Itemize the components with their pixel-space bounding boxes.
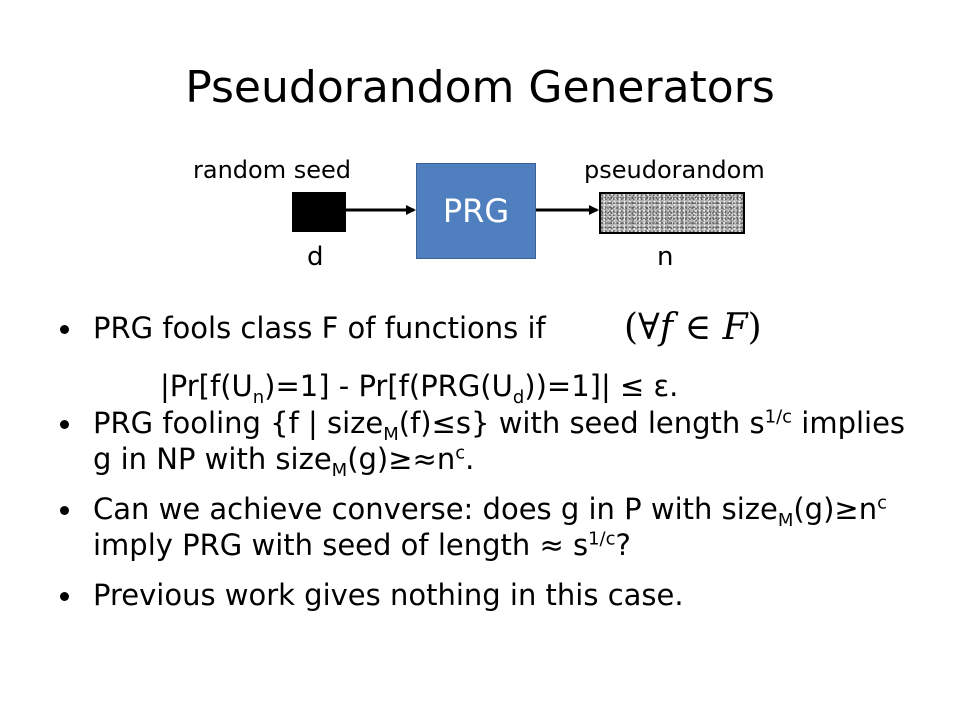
- superscript-exp: 1/c: [764, 406, 793, 428]
- bullet-text: .: [465, 442, 475, 476]
- prg-box: PRG: [416, 163, 536, 259]
- bullet-item-fooling: PRG fooling {f | sizeM(f)≤s} with seed l…: [60, 405, 920, 479]
- superscript-exp: c: [455, 442, 466, 464]
- math-open: (∀: [624, 307, 660, 348]
- math-F: F: [722, 307, 748, 348]
- formula-part: ))=1]| ≤ ε.: [524, 369, 679, 403]
- superscript-exp: c: [877, 492, 887, 514]
- formula-sub-d: d: [512, 386, 525, 408]
- bullet-dot: [60, 420, 69, 429]
- bullet-item-converse: Can we achieve converse: does g in P wit…: [60, 491, 920, 563]
- bullet-text: PRG fools class F of functions if: [93, 311, 546, 345]
- subscript-m: M: [777, 509, 794, 531]
- slide-title: Pseudorandom Generators: [185, 62, 775, 113]
- seed-block: [292, 192, 346, 232]
- prg-box-label: PRG: [442, 192, 510, 230]
- bullet-dot: [60, 592, 69, 601]
- bullet-text: imply PRG with seed of length ≈ s: [93, 528, 589, 562]
- bullet-text: (g)≥n: [793, 492, 878, 526]
- math-close: ): [747, 307, 762, 348]
- random-seed-label: random seed: [193, 156, 351, 184]
- subscript-m: M: [383, 423, 399, 445]
- bullet-text: Can we achieve converse: does g in P wit…: [93, 492, 778, 526]
- diagram-arrows: [346, 205, 599, 215]
- bullet-text: (f)≤s} with seed length s: [398, 406, 765, 440]
- probability-formula: |Pr[f(Un)=1] - Pr[f(PRG(Ud))=1]| ≤ ε.: [160, 368, 679, 406]
- pseudorandom-label: pseudorandom: [584, 156, 765, 184]
- bullet-item-fools: PRG fools class F of functions if: [60, 310, 920, 346]
- bullet-list: PRG fools class F of functions if PRG fo…: [60, 310, 920, 613]
- formula-part: )=1] - Pr[f(PRG(U: [264, 369, 513, 403]
- subscript-m: M: [331, 459, 348, 481]
- bullet-dot: [60, 506, 69, 515]
- bullet-text: (g)≥≈n: [347, 442, 456, 476]
- formula-sub-n: n: [252, 386, 265, 408]
- output-length-label: n: [657, 242, 674, 272]
- math-in: ∈: [673, 307, 723, 348]
- pseudorandom-block: [599, 192, 745, 234]
- bullet-text: ?: [615, 528, 631, 562]
- math-f: f: [659, 307, 674, 348]
- prg-diagram: random seed pseudorandom PRG d n: [0, 0, 960, 300]
- bullet-text: implies g in NP with size: [93, 406, 906, 476]
- for-all-formula: (∀f ∈ F): [624, 306, 762, 350]
- seed-length-label: d: [307, 242, 324, 272]
- superscript-exp: 1/c: [588, 528, 616, 550]
- bullet-text: Previous work gives nothing in this case…: [93, 578, 684, 612]
- bullet-dot: [60, 325, 69, 334]
- formula-part: |Pr[f(U: [160, 369, 253, 403]
- bullet-text: PRG fooling {f | size: [93, 406, 384, 440]
- bullet-item-previous-work: Previous work gives nothing in this case…: [60, 577, 920, 613]
